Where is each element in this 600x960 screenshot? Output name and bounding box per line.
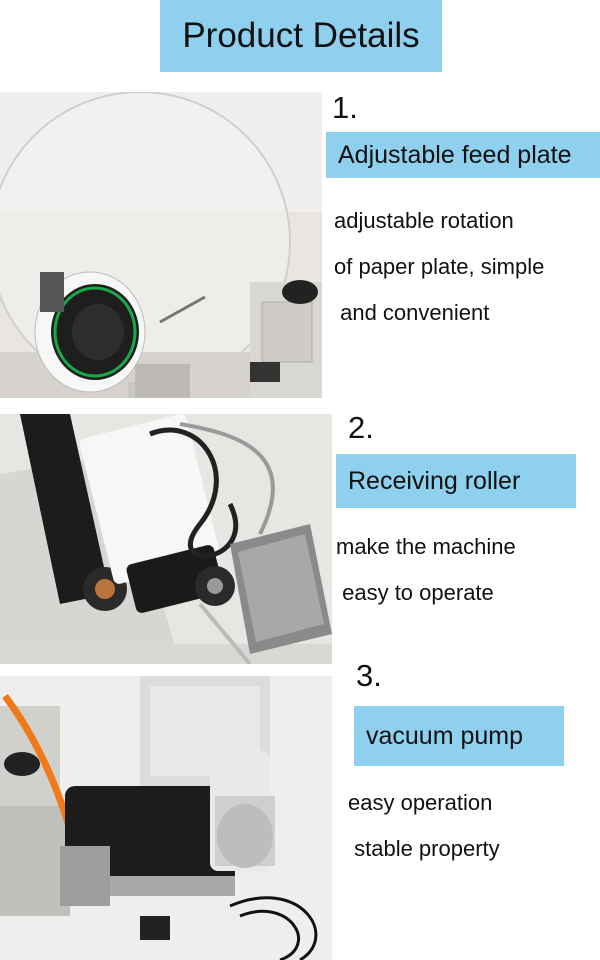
section-1-number: 1. — [332, 90, 358, 125]
section-1-line-1: adjustable rotation — [334, 208, 514, 233]
photo-feed-plate — [0, 92, 322, 398]
page-title: Product Details — [160, 0, 442, 72]
section-2-label: Receiving roller — [336, 454, 576, 508]
vacuum-pump-illustration — [0, 676, 332, 960]
section-2-line-1: make the machine — [336, 534, 516, 559]
section-1-label: Adjustable feed plate — [326, 132, 600, 178]
receiving-roller-illustration — [0, 414, 332, 664]
section-3-label-text: vacuum pump — [366, 721, 524, 750]
section-3-label: vacuum pump — [354, 706, 564, 766]
section-2-line-2: easy to operate — [336, 580, 494, 605]
section-3-line-2: stable property — [348, 836, 500, 861]
section-1-description: adjustable rotation of paper plate, simp… — [334, 198, 544, 336]
section-2-label-text: Receiving roller — [348, 466, 521, 495]
section-1-label-text: Adjustable feed plate — [338, 140, 572, 169]
photo-vacuum-pump — [0, 676, 332, 960]
section-3-description: easy operation stable property — [348, 780, 500, 872]
section-1-line-2: of paper plate, simple — [334, 254, 545, 279]
photo-receiving-roller — [0, 414, 332, 664]
section-3-number: 3. — [356, 658, 382, 693]
page-title-text: Product Details — [182, 16, 420, 55]
feed-plate-illustration — [0, 92, 322, 398]
section-2-number: 2. — [348, 410, 374, 445]
section-3-line-1: easy operation — [348, 790, 493, 815]
section-1-line-3: and convenient — [334, 300, 490, 325]
section-2-description: make the machine easy to operate — [336, 524, 516, 616]
